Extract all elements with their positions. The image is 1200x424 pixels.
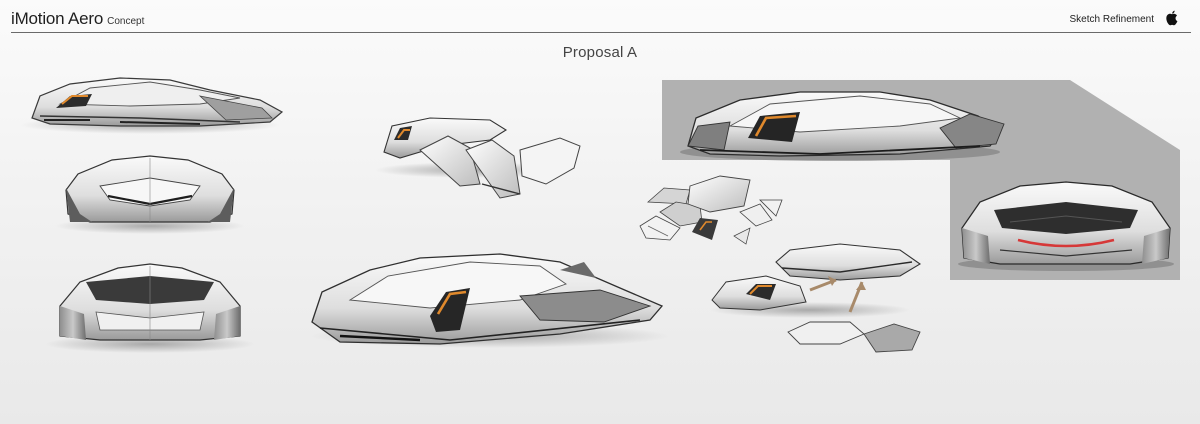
proposal-title: Proposal A [562, 44, 638, 61]
header-divider [11, 32, 1191, 33]
sketch-side-view-panel [680, 91, 1005, 161]
sketch-exploded-pods-center [375, 117, 581, 199]
section-label: Sketch Refinement [1069, 14, 1155, 25]
sketch-parts-cluster [639, 175, 783, 245]
sketch-front-view-left [55, 155, 245, 234]
sketch-rear-view-panel [958, 181, 1174, 271]
project-subtitle: Concept [107, 16, 145, 27]
project-title: iMotion Aero [11, 9, 104, 28]
sketch-perspective-bottom-center [310, 253, 670, 348]
sketch-rear-view-left [45, 263, 255, 353]
apple-icon [1166, 10, 1178, 26]
sketch-side-view-top-left [20, 77, 284, 134]
sketch-exploded-assembly [710, 243, 922, 353]
